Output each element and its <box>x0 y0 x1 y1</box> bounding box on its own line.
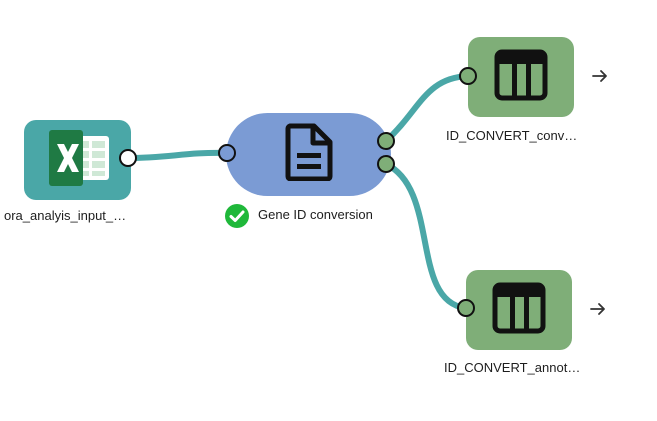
process-node-output-port-1[interactable] <box>376 131 396 151</box>
check-circle-icon <box>225 204 249 228</box>
output-node-id-convert-conv[interactable] <box>468 37 574 117</box>
input-node-output-port[interactable] <box>118 148 138 168</box>
input-node-label: ora_analyis_input_… <box>4 208 127 223</box>
output-node-1-input-port[interactable] <box>458 66 478 86</box>
document-icon <box>284 123 334 186</box>
excel-file-icon <box>43 128 113 193</box>
process-node-output-port-2[interactable] <box>376 154 396 174</box>
process-node-input-port[interactable] <box>217 143 237 163</box>
edge-process-to-output-2 <box>383 161 468 311</box>
arrow-right-icon[interactable] <box>588 299 608 319</box>
output-node-2-label: ID_CONVERT_annot… <box>444 360 581 375</box>
process-node-label: Gene ID conversion <box>258 207 373 222</box>
output-node-2-input-port[interactable] <box>456 298 476 318</box>
edge-process-to-output-1 <box>383 73 471 144</box>
output-node-1-label: ID_CONVERT_conv… <box>446 128 578 143</box>
output-node-id-convert-annot[interactable] <box>466 270 572 350</box>
table-icon <box>493 48 549 107</box>
input-file-node[interactable] <box>24 120 131 200</box>
process-node-gene-id-conversion[interactable] <box>226 113 391 196</box>
arrow-right-icon[interactable] <box>590 66 610 86</box>
edge-input-to-process <box>125 149 230 161</box>
table-icon <box>491 281 547 340</box>
